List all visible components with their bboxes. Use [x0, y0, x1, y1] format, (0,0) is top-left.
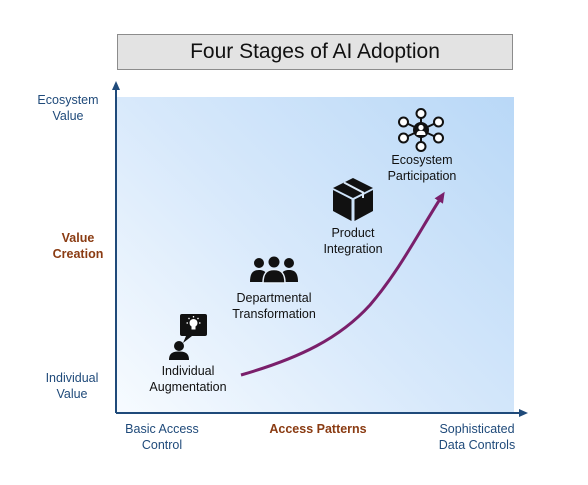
x-axis-left-label-line2: Control	[141, 438, 183, 452]
stage-1-line1: Individual	[161, 364, 215, 378]
stage-2-line1: Departmental	[236, 291, 312, 305]
stage-3-line2: Integration	[323, 242, 383, 256]
stage-product-integration: Product Integration	[303, 225, 403, 257]
y-axis-middle-label-line2: Creation	[52, 247, 104, 261]
x-axis-middle-label: Access Patterns	[269, 422, 367, 436]
stage-1-line2: Augmentation	[149, 380, 227, 394]
growth-curve	[240, 191, 445, 377]
x-axis-left-label: Basic Access Control	[112, 421, 212, 453]
cube-icon	[333, 178, 373, 221]
diagram-title: Four Stages of AI Adoption	[117, 34, 513, 70]
x-axis-left-label-line1: Basic Access	[125, 422, 199, 436]
x-axis-right-label-line1: Sophisticated	[439, 422, 515, 436]
stage-individual-augmentation: Individual Augmentation	[138, 363, 238, 395]
y-axis-top-label-line1: Ecosystem	[37, 93, 99, 107]
stage-3-line1: Product	[331, 226, 375, 240]
plot-area	[117, 97, 514, 413]
x-axis-right-label-line2: Data Controls	[438, 438, 516, 452]
stage-ecosystem-participation: Ecosystem Participation	[372, 152, 472, 184]
y-axis-top-label-line2: Value	[52, 109, 84, 123]
y-axis-bottom-label: Individual Value	[32, 370, 112, 402]
y-axis-top-label: Ecosystem Value	[28, 92, 108, 124]
stage-4-line1: Ecosystem	[391, 153, 453, 167]
stage-departmental-transformation: Departmental Transformation	[219, 290, 329, 322]
y-axis-middle-label-line1: Value	[61, 231, 95, 245]
y-axis-bottom-label-line1: Individual	[45, 371, 99, 385]
stage-2-line2: Transformation	[232, 307, 316, 321]
y-axis-bottom-label-line2: Value	[56, 387, 88, 401]
network-icon	[398, 108, 444, 152]
y-axis-middle-label: Value Creation	[38, 230, 118, 262]
stage-4-line2: Participation	[387, 169, 457, 183]
person-lightbulb-icon	[169, 314, 207, 360]
x-axis-right-label: Sophisticated Data Controls	[427, 421, 527, 453]
group-icon	[250, 256, 298, 284]
